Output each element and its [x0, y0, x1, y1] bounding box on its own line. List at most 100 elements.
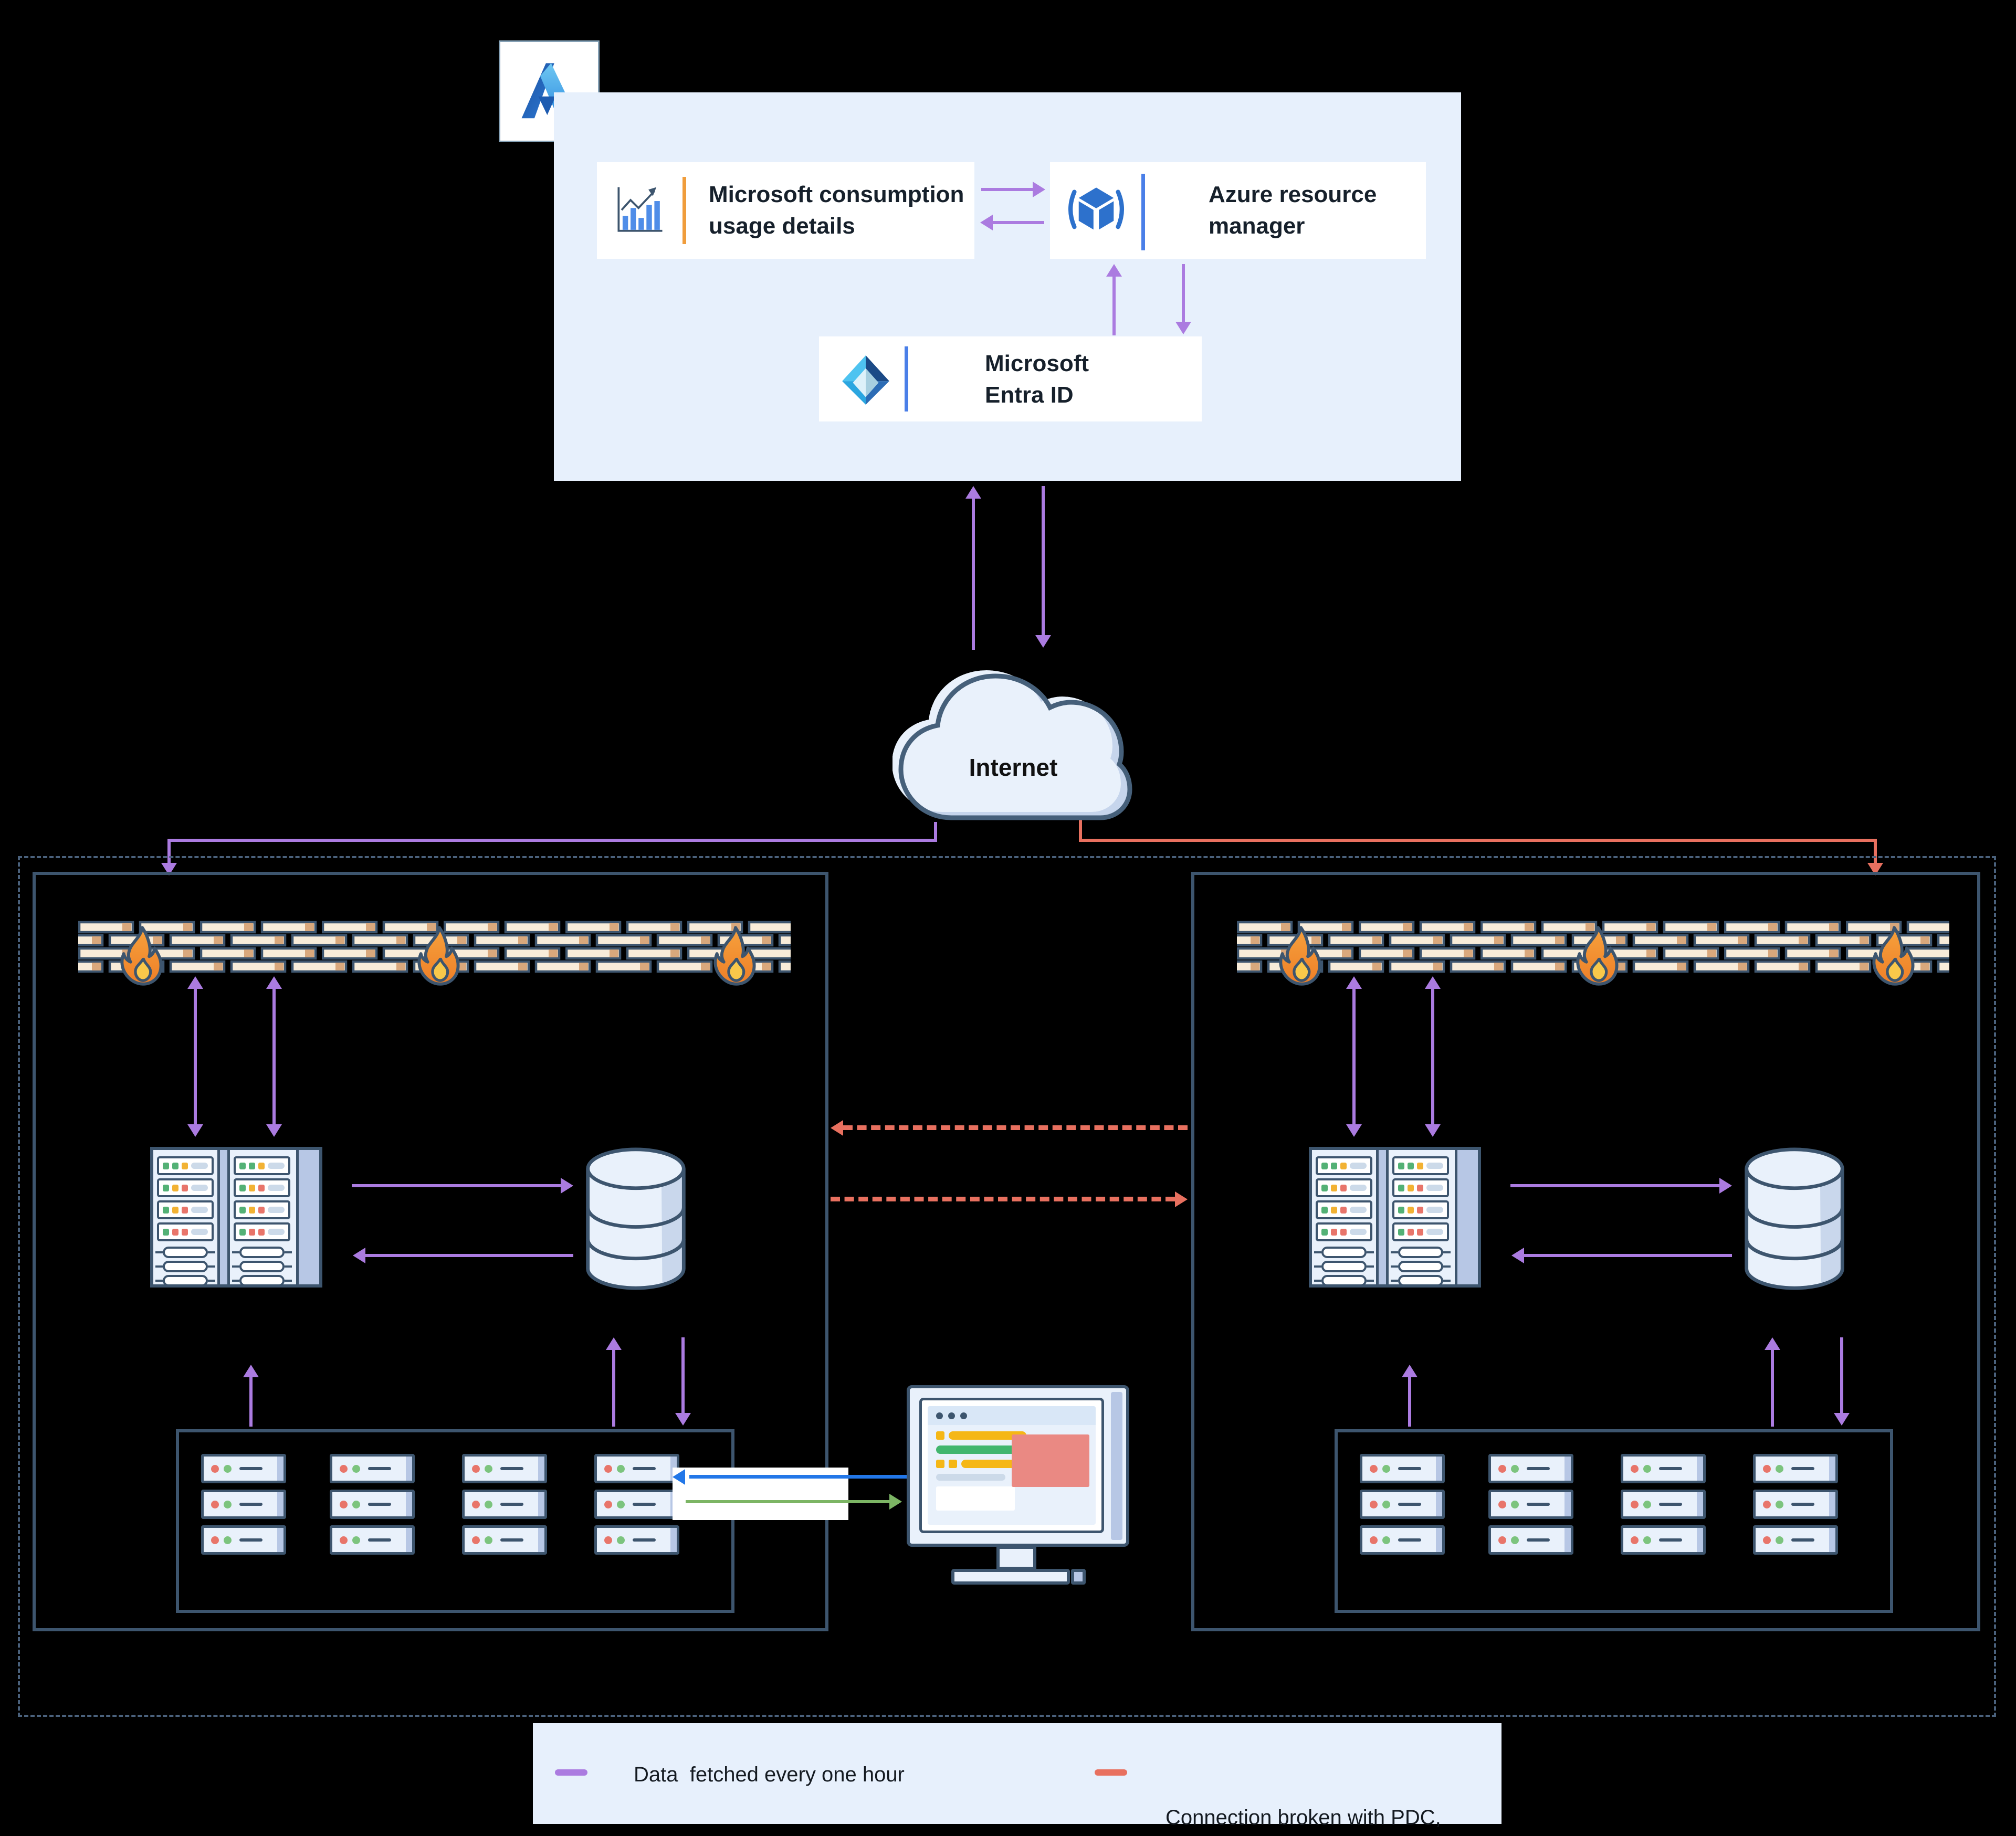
arrow-arm-to-entra: [1182, 264, 1185, 323]
window-dot: [960, 1412, 967, 1419]
status-dot: [352, 1464, 360, 1473]
entra-label-line1: Microsoft: [985, 351, 1089, 376]
server-unit: [1621, 1490, 1706, 1519]
drive-icon: [232, 1247, 292, 1258]
azure-cloud-panel: [554, 92, 1461, 481]
server-unit: [462, 1490, 547, 1519]
arrowhead-right: [889, 1494, 902, 1510]
arrow-rack-to-db: [352, 1184, 562, 1187]
status-dot: [485, 1464, 492, 1473]
unit-side: [406, 1528, 412, 1552]
status-dot: [1331, 1206, 1338, 1214]
rack-divider: [217, 1150, 230, 1284]
resource-manager-box: Azure resource manager: [1050, 162, 1426, 259]
arrowhead-up: [1346, 976, 1362, 989]
status-dot: [249, 1162, 256, 1169]
bullet: [936, 1460, 944, 1468]
arrowhead-down: [1425, 1124, 1441, 1137]
unit-label-bar: [1398, 1503, 1421, 1506]
browser-chrome: [928, 1406, 1096, 1425]
arrow-db-to-group: [681, 1337, 685, 1414]
arrow-internet-to-panel: [972, 499, 975, 650]
status-dot: [239, 1228, 246, 1236]
database-icon: [1743, 1147, 1846, 1290]
unit-label-bar: [268, 1229, 285, 1235]
status-dot: [163, 1206, 170, 1214]
unit-side: [277, 1492, 284, 1516]
drive-bays: [1312, 1247, 1376, 1286]
status-dot: [172, 1206, 179, 1214]
status-dot: [617, 1464, 625, 1473]
flame-icon: [1574, 925, 1622, 987]
status-dot: [1417, 1228, 1424, 1236]
drive-icon: [1391, 1275, 1451, 1286]
unit-side: [1697, 1457, 1703, 1481]
arrowhead-right: [1033, 182, 1045, 197]
status-dot: [239, 1206, 246, 1214]
rack-server-unit: [157, 1156, 214, 1175]
status-dot: [182, 1206, 188, 1214]
red-connector-horizontal: [1080, 839, 1877, 842]
status-dot: [1382, 1500, 1390, 1508]
status-dot: [604, 1464, 612, 1473]
server-unit: [1488, 1454, 1573, 1483]
unit-label-bar: [1791, 1467, 1814, 1470]
status-dot: [163, 1228, 170, 1236]
arrow-rack-to-db: [1510, 1184, 1720, 1187]
unit-side: [1829, 1528, 1835, 1552]
unit-label-bar: [191, 1229, 208, 1235]
server-unit: [462, 1454, 547, 1483]
content-card: [936, 1486, 1015, 1511]
usage-chart-icon: [617, 187, 663, 232]
rack-server-unit: [157, 1222, 214, 1241]
arrow-panel-to-internet: [1042, 486, 1045, 636]
browser-window: [928, 1406, 1096, 1525]
status-dot: [1417, 1162, 1424, 1169]
consumption-label-line1: Microsoft consumption: [709, 182, 964, 207]
rack-server-unit: [1392, 1178, 1449, 1197]
unit-label-bar: [1659, 1467, 1682, 1470]
server-unit: [1360, 1525, 1445, 1555]
unit-side: [1564, 1492, 1571, 1516]
status-dot: [1331, 1228, 1338, 1236]
status-dot: [1321, 1162, 1328, 1169]
arrow-arm-to-consumption: [993, 221, 1044, 224]
status-dot: [1370, 1464, 1378, 1473]
text-bar: [949, 1431, 1026, 1440]
drive-icon: [155, 1261, 215, 1272]
unit-label-bar: [1659, 1503, 1682, 1506]
arrowhead-up: [187, 976, 203, 989]
text-bar: [936, 1474, 1005, 1481]
server-group: [176, 1429, 734, 1613]
unit-label-bar: [1426, 1207, 1443, 1213]
arrowhead-right: [561, 1178, 573, 1194]
status-dot: [239, 1184, 246, 1191]
status-dot: [1776, 1500, 1783, 1508]
server-unit: [594, 1454, 679, 1483]
legend-purple-label: Data fetched every one hour: [634, 1763, 905, 1786]
arrowhead-down: [1834, 1413, 1850, 1426]
drive-icon: [1314, 1261, 1374, 1272]
status-dot: [1340, 1184, 1347, 1191]
status-dot: [182, 1228, 188, 1236]
window-dot: [948, 1412, 955, 1419]
flame-icon: [415, 925, 464, 987]
arrow-firewall-rack-2: [1431, 988, 1434, 1125]
server-unit: [1360, 1454, 1445, 1483]
rack-server-unit: [234, 1222, 290, 1241]
flame-icon: [711, 925, 760, 987]
arrow-firewall-rack-1: [194, 988, 197, 1125]
arrowhead-left: [831, 1120, 843, 1136]
status-dot: [1331, 1162, 1338, 1169]
server-unit: [330, 1525, 415, 1555]
status-dot: [1643, 1536, 1651, 1544]
unit-label-bar: [500, 1467, 523, 1470]
consumption-label-line2: usage details: [709, 213, 855, 239]
unit-label-bar: [633, 1467, 656, 1470]
unit-label-bar: [368, 1467, 391, 1470]
status-dot: [182, 1162, 188, 1169]
replication-broken-link-to-pdc: [843, 1125, 1188, 1130]
status-dot: [1511, 1536, 1519, 1544]
unit-label-bar: [1527, 1503, 1550, 1506]
